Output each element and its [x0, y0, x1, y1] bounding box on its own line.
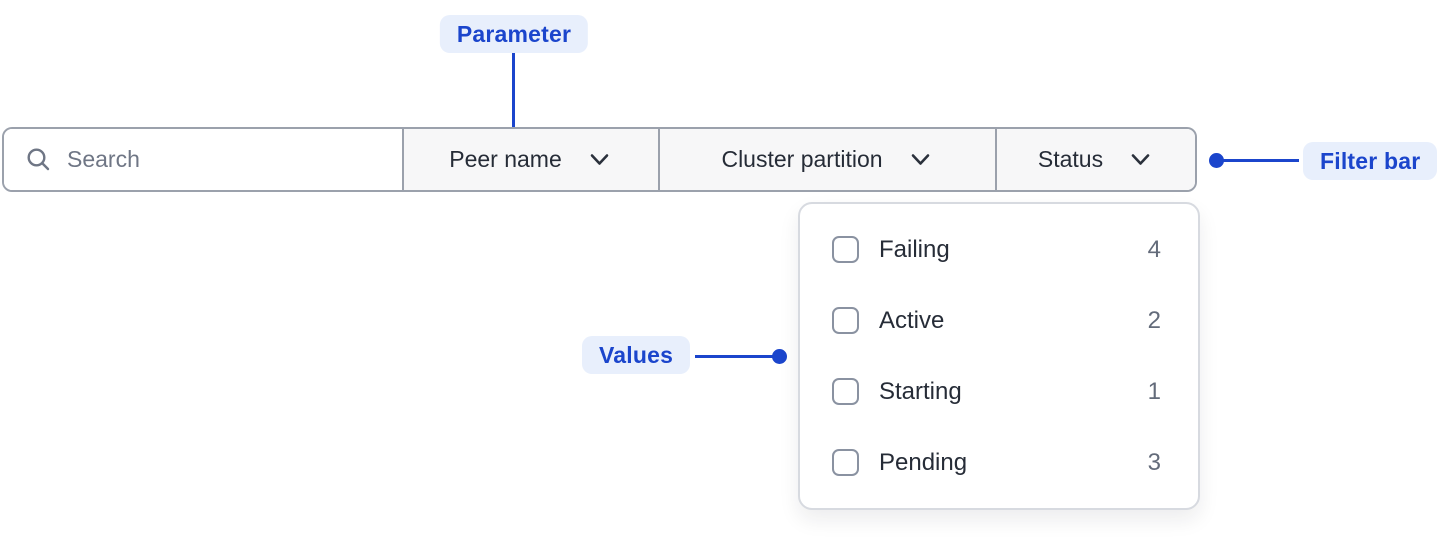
chevron-down-icon — [907, 146, 934, 173]
filter-bar-connector-line — [1217, 159, 1299, 162]
dropdown-item-label: Active — [879, 306, 945, 334]
filter-bar: Search Peer name Cluster partition Statu… — [2, 127, 1197, 192]
search-placeholder: Search — [67, 146, 140, 172]
status-values-dropdown-panel: Failing 4 Active 2 Starting 1 Pending 3 — [798, 202, 1200, 510]
dropdown-item-count: 4 — [1147, 235, 1161, 263]
dropdown-item-count: 2 — [1147, 306, 1161, 334]
values-annotation-label: Values — [599, 341, 674, 368]
search-input[interactable]: Search — [4, 129, 402, 190]
parameter-annotation-badge: Parameter — [439, 15, 589, 53]
dropdown-item-label: Failing — [879, 235, 950, 263]
filter-bar-connector-dot — [1209, 153, 1224, 168]
dropdown-item-active[interactable]: Active 2 — [832, 285, 1161, 356]
dropdown-item-starting[interactable]: Starting 1 — [832, 356, 1161, 427]
dropdown-item-label: Starting — [879, 377, 962, 405]
filter-dropdown-cluster-partition-label: Cluster partition — [721, 146, 883, 172]
dropdown-item-failing[interactable]: Failing 4 — [832, 214, 1161, 285]
filter-dropdown-status[interactable]: Status — [995, 129, 1195, 190]
filter-dropdown-cluster-partition[interactable]: Cluster partition — [658, 129, 995, 190]
checkbox-starting[interactable] — [832, 378, 859, 405]
values-annotation-badge: Values — [582, 336, 691, 374]
checkbox-pending[interactable] — [832, 449, 859, 476]
filter-bar-annotation-label: Filter bar — [1320, 147, 1421, 174]
dropdown-item-count: 3 — [1147, 448, 1161, 476]
checkbox-active[interactable] — [832, 307, 859, 334]
filter-bar-annotation-badge: Filter bar — [1303, 142, 1438, 180]
parameter-connector-line — [512, 53, 515, 136]
dropdown-item-label: Pending — [879, 448, 968, 476]
values-connector-dot — [772, 349, 787, 364]
filter-dropdown-status-label: Status — [1037, 146, 1104, 172]
chevron-down-icon — [586, 146, 613, 173]
filter-dropdown-peer-name-label: Peer name — [449, 146, 562, 172]
search-icon — [25, 146, 52, 173]
values-connector-line — [695, 355, 779, 358]
filter-dropdown-peer-name[interactable]: Peer name — [402, 129, 658, 190]
dropdown-item-count: 1 — [1147, 377, 1161, 405]
parameter-annotation-label: Parameter — [456, 20, 572, 47]
dropdown-item-pending[interactable]: Pending 3 — [832, 427, 1161, 498]
checkbox-failing[interactable] — [832, 236, 859, 263]
chevron-down-icon — [1127, 146, 1154, 173]
